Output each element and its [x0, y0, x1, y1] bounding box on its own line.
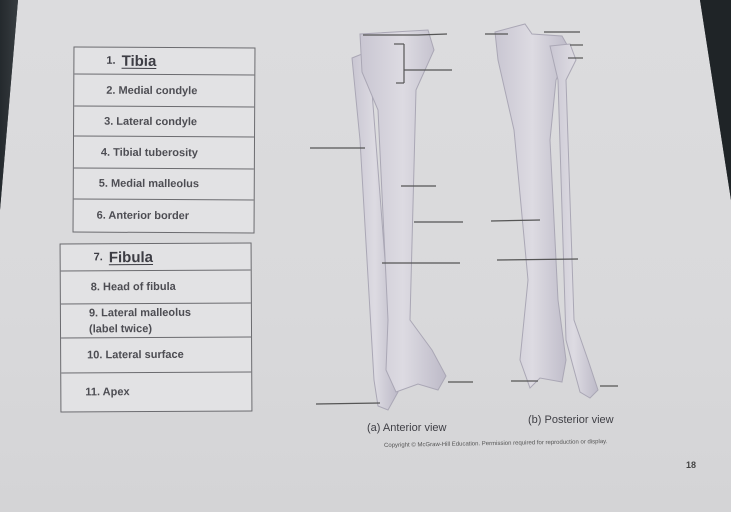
posterior-view-caption: (b) Posterior view: [528, 414, 614, 426]
tibia-heading: 1. Tibia: [74, 47, 255, 76]
tibia-item: 5. Medial malleolus: [73, 168, 254, 201]
fibula-label-table: 7. Fibula 8. Head of fibula 9. Lateral m…: [59, 242, 253, 413]
fibula-item: 11. Apex: [85, 386, 130, 399]
label-leader-lines: [310, 31, 618, 405]
fibula-item: 9. Lateral malleolus (label twice): [60, 303, 252, 339]
anterior-view-bones: [351, 29, 447, 411]
anterior-tibia: [359, 29, 447, 393]
page-number: 18: [686, 460, 697, 470]
posterior-view-bones: [494, 23, 599, 399]
anterior-view-caption: (a) Anterior view: [367, 422, 447, 434]
tibia-item: 4. Tibial tuberosity: [73, 136, 255, 170]
fibula-heading-title: Fibula: [108, 248, 154, 266]
fibula-heading: 7. Fibula: [60, 243, 251, 272]
tibia-item: 2. Medial condyle: [74, 74, 255, 108]
tibia-label-table: 1. Tibia 2. Medial condyle 3. Lateral co…: [72, 46, 256, 234]
posterior-fibula: [549, 43, 599, 399]
tibia-item: 3. Lateral condyle: [74, 106, 255, 138]
fibula-item: 10. Lateral surface: [61, 337, 252, 374]
fibula-item: 8. Head of fibula: [60, 270, 251, 305]
posterior-tibia: [494, 23, 571, 389]
tibia-item: 6. Anterior border: [96, 209, 190, 223]
tibia-heading-title: Tibia: [121, 52, 157, 70]
tibia-heading-number: 1.: [106, 54, 116, 67]
tibia-fibula-illustration: [310, 23, 618, 411]
fibula-heading-number: 7.: [93, 251, 103, 264]
